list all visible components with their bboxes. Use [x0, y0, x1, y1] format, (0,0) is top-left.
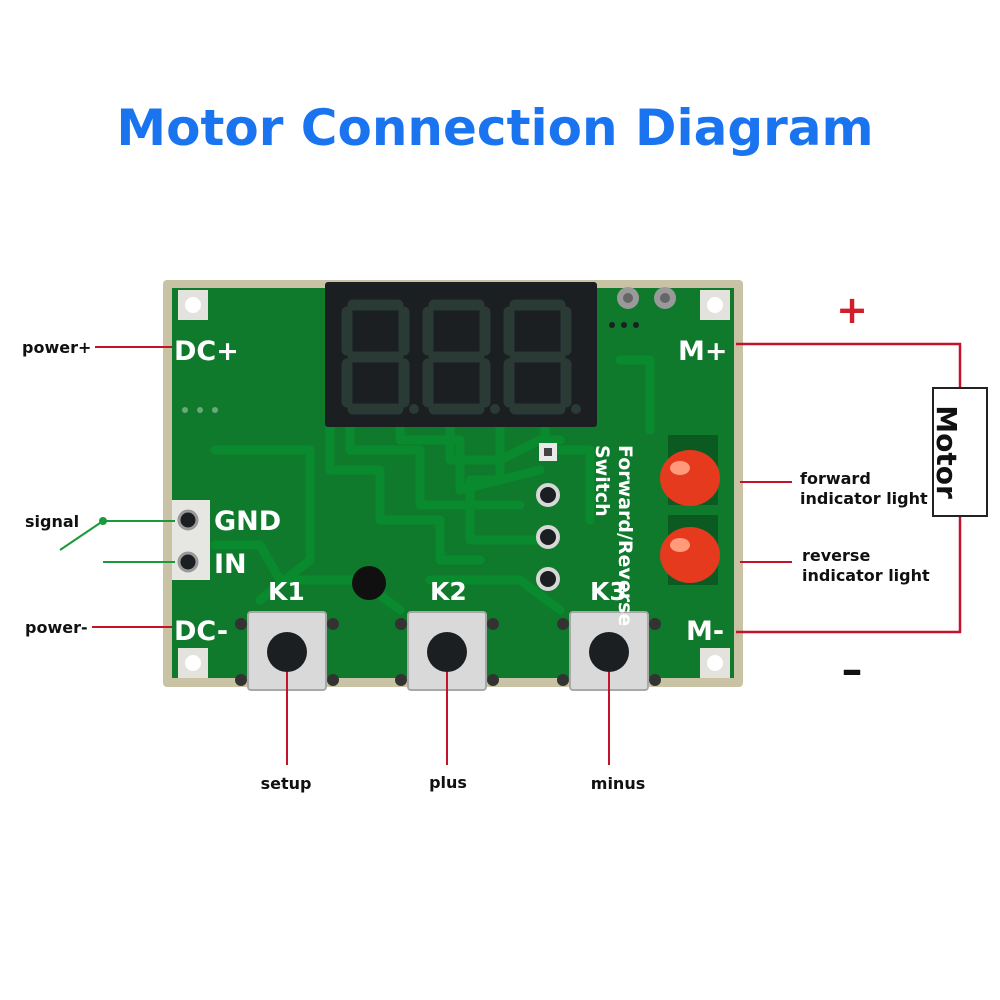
k3-button-icon[interactable]	[557, 611, 661, 691]
power-minus-label: power-	[25, 618, 88, 637]
motor-box-icon	[932, 387, 988, 517]
k1-button-icon[interactable]	[235, 611, 339, 691]
gnd-label: GND	[214, 506, 281, 537]
signal-label: signal	[25, 512, 79, 531]
m-minus-label: M-	[686, 616, 724, 647]
signal-wire-diag	[59, 520, 104, 551]
smd-components	[182, 287, 676, 413]
mounting-holes	[178, 290, 730, 678]
dc-plus-label: DC+	[174, 336, 239, 367]
motor-plus-sign: +	[836, 288, 868, 332]
switch-header-pins	[536, 443, 560, 591]
power-plus-label: power+	[22, 338, 91, 357]
seven-segment-display-icon	[325, 282, 597, 427]
plus-label: plus	[429, 773, 467, 792]
switch-label-line2: Switch	[591, 445, 613, 517]
reverse-label-line1: reverse	[802, 546, 870, 565]
in-label: IN	[214, 549, 247, 580]
left-callouts: power+ signal power-	[22, 338, 175, 637]
motor-label: Motor	[930, 405, 963, 499]
forward-label-line2: indicator light	[800, 489, 928, 508]
minus-label: minus	[591, 774, 645, 793]
bottom-callouts: setup plus minus	[261, 672, 645, 793]
setup-label: setup	[261, 774, 312, 793]
k3-label: K3	[590, 577, 627, 606]
reverse-label-line2: indicator light	[802, 566, 930, 585]
m-plus-label: M+	[678, 336, 728, 367]
motor-circuit: Motor + –	[736, 288, 988, 694]
motor-minus-sign: –	[842, 645, 863, 694]
forward-label-line1: forward	[800, 469, 871, 488]
k2-button-icon[interactable]	[395, 611, 499, 691]
board-hole	[352, 566, 386, 600]
reverse-led-icon	[660, 515, 720, 585]
motor-minus-wire	[736, 516, 962, 634]
page-title: Motor Connection Diagram	[116, 99, 873, 157]
k2-label: K2	[430, 577, 467, 606]
pcb-board: DC+ DC- GND IN K1 K2 K3 M+ M- Forward/Re…	[163, 280, 743, 691]
k1-label: K1	[268, 577, 305, 606]
right-callouts: forward indicator light reverse indicato…	[740, 469, 930, 585]
signal-dot-icon	[99, 517, 107, 525]
dc-minus-label: DC-	[174, 616, 228, 647]
motor-plus-wire	[736, 342, 962, 388]
forward-led-icon	[660, 435, 720, 506]
switch-label-line1: Forward/Reverse	[614, 445, 636, 626]
signal-connector	[172, 500, 210, 580]
